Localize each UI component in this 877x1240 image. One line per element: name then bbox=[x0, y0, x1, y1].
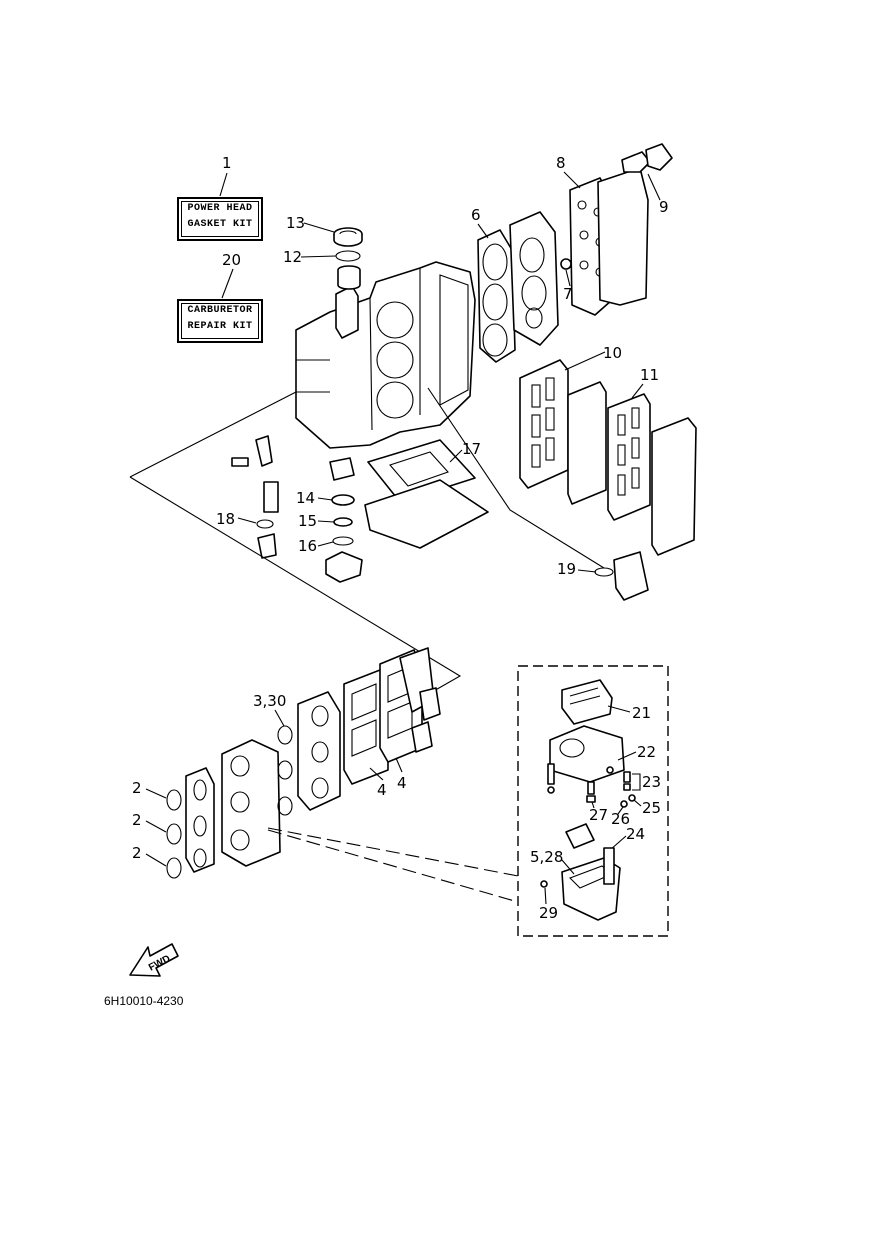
callout-4: 4 bbox=[377, 781, 387, 799]
intake-manifold bbox=[297, 691, 341, 811]
o-ring-3 bbox=[277, 725, 293, 745]
cylinder-head bbox=[509, 211, 559, 346]
oil-seal-14 bbox=[331, 494, 355, 506]
exhaust-outer-cover bbox=[651, 417, 697, 556]
callout-26: 26 bbox=[611, 810, 630, 828]
callout-14: 14 bbox=[296, 489, 315, 507]
carburetor-repair-kit-label: CARBURETOR REPAIR KIT bbox=[177, 299, 263, 343]
callout-12: 12 bbox=[283, 248, 302, 266]
reed-valve-assembly-4 bbox=[343, 647, 441, 785]
exhaust-gasket-10 bbox=[519, 359, 569, 489]
plug bbox=[606, 766, 614, 774]
jet-23 bbox=[623, 771, 631, 791]
callout-3-30: 3,30 bbox=[253, 692, 286, 710]
o-ring-3 bbox=[277, 796, 293, 816]
oil-seal-13 bbox=[333, 227, 363, 247]
oil-seal-15 bbox=[333, 517, 353, 527]
callout-2: 2 bbox=[132, 811, 142, 829]
carburetor-top-cover bbox=[561, 679, 613, 725]
head-cover bbox=[597, 167, 649, 306]
crankcase-gasket-17 bbox=[364, 439, 489, 549]
kit-line: POWER HEAD bbox=[187, 203, 253, 214]
head-gasket-6 bbox=[477, 229, 516, 363]
o-ring-16 bbox=[332, 536, 354, 546]
callout-5-28: 5,28 bbox=[530, 848, 563, 866]
callout-18: 18 bbox=[216, 510, 235, 528]
callout-23: 23 bbox=[642, 773, 661, 791]
bolt-7 bbox=[560, 258, 572, 270]
callout-2: 2 bbox=[132, 844, 142, 862]
callout-9: 9 bbox=[659, 198, 669, 216]
bracket-23 bbox=[632, 773, 641, 791]
o-ring-2 bbox=[166, 823, 182, 845]
o-ring-2 bbox=[166, 789, 182, 811]
bearing-housing bbox=[337, 265, 361, 290]
callout-6: 6 bbox=[471, 206, 481, 224]
carburetor-body bbox=[549, 725, 625, 783]
float-bowl-5 bbox=[561, 847, 621, 921]
exhaust-gasket-11 bbox=[607, 393, 651, 521]
callout-7: 7 bbox=[563, 285, 573, 303]
reference-line bbox=[129, 391, 297, 478]
callout-1: 1 bbox=[222, 154, 232, 172]
drain-screw-29 bbox=[540, 880, 548, 888]
washer-25 bbox=[628, 794, 636, 802]
drawing-number: 6H10010-4230 bbox=[104, 994, 184, 1008]
spring bbox=[547, 786, 555, 794]
callout-15: 15 bbox=[298, 512, 317, 530]
carburetor-bodies bbox=[221, 739, 281, 867]
callout-27: 27 bbox=[589, 806, 608, 824]
callout-2: 2 bbox=[132, 779, 142, 797]
float-24 bbox=[565, 823, 595, 849]
fwd-arrow-icon: FWD bbox=[129, 943, 179, 977]
cylinder-block bbox=[295, 261, 476, 449]
callout-19: 19 bbox=[557, 560, 576, 578]
callout-29: 29 bbox=[539, 904, 558, 922]
thermostat-cover-9 bbox=[621, 143, 673, 173]
fitting-body bbox=[257, 533, 277, 559]
drain-fitting bbox=[231, 435, 279, 513]
o-ring-2 bbox=[166, 857, 182, 879]
carburetor-gasket bbox=[185, 767, 215, 873]
callout-4: 4 bbox=[397, 774, 407, 792]
detail-leader bbox=[267, 829, 519, 903]
o-ring-3 bbox=[277, 760, 293, 780]
callout-11: 11 bbox=[640, 366, 659, 384]
carburetor-detail-box bbox=[517, 665, 669, 937]
reference-line bbox=[427, 387, 605, 569]
callout-17: 17 bbox=[462, 440, 481, 458]
fuel-pump-19 bbox=[594, 551, 649, 601]
callout-10: 10 bbox=[603, 344, 622, 362]
callout-20: 20 bbox=[222, 251, 241, 269]
callout-25: 25 bbox=[642, 799, 661, 817]
bearing-housing-lower bbox=[325, 551, 363, 583]
power-head-gasket-kit-label: POWER HEAD GASKET KIT bbox=[177, 197, 263, 241]
detail-leader bbox=[267, 827, 519, 877]
o-ring-12 bbox=[335, 250, 361, 262]
kit-line: REPAIR KIT bbox=[187, 321, 253, 332]
bearing-block bbox=[329, 457, 355, 481]
callout-24: 24 bbox=[626, 825, 645, 843]
callout-16: 16 bbox=[298, 537, 317, 555]
kit-line: GASKET KIT bbox=[187, 219, 253, 230]
pilot-screw bbox=[547, 763, 555, 785]
exhaust-inner-cover bbox=[567, 381, 607, 505]
callout-21: 21 bbox=[632, 704, 651, 722]
callout-8: 8 bbox=[556, 154, 566, 172]
callout-13: 13 bbox=[286, 214, 305, 232]
main-nozzle-27 bbox=[586, 781, 596, 803]
jet-26 bbox=[620, 800, 628, 808]
o-ring-18 bbox=[256, 519, 274, 529]
callout-22: 22 bbox=[637, 743, 656, 761]
kit-line: CARBURETOR bbox=[187, 305, 253, 316]
